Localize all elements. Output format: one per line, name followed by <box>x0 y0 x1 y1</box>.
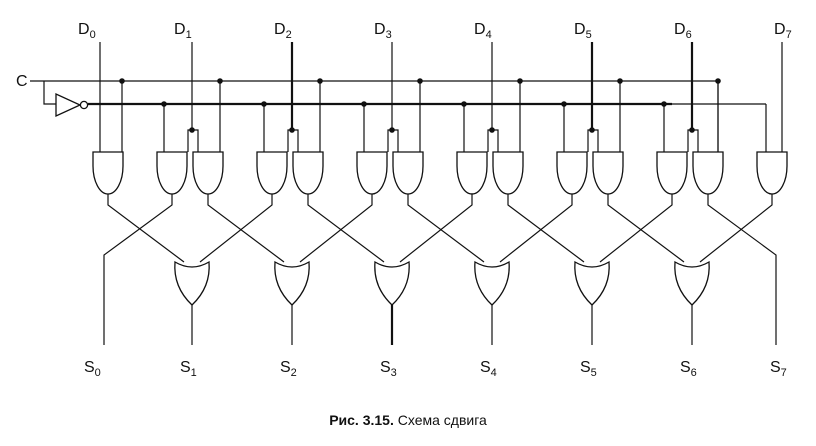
and-gate <box>392 151 424 195</box>
and-gate <box>556 151 588 195</box>
output-label-s3: S3 <box>380 359 397 379</box>
and-gate <box>656 151 688 195</box>
inverter-gate <box>55 92 82 118</box>
input-label-d6: D6 <box>674 21 692 41</box>
input-split-d1 <box>187 129 199 152</box>
input-label-d3: D3 <box>374 21 392 41</box>
and-gate <box>156 151 188 195</box>
caption-number: Рис. 3.15. <box>329 412 394 428</box>
and-gate <box>592 151 624 195</box>
and-to-or-wire <box>507 194 585 263</box>
and-to-or-wire <box>499 194 573 263</box>
and-to-or-wire <box>699 194 773 263</box>
and-gate <box>92 151 124 195</box>
input-split-d5 <box>587 129 599 152</box>
and-gate <box>692 151 724 195</box>
or-gate <box>374 260 410 306</box>
output-label-s7: S7 <box>770 359 787 379</box>
control-label: C <box>16 73 28 90</box>
output-label-s2: S2 <box>280 359 297 379</box>
output-wire-s0 <box>103 194 173 345</box>
output-label-s5: S5 <box>580 359 597 379</box>
inverter-bubble <box>79 100 89 110</box>
or-gate <box>674 260 710 306</box>
input-label-d0: D0 <box>78 21 96 41</box>
figure-caption: Рис. 3.15. Схема сдвига <box>0 412 816 428</box>
input-split-d2 <box>287 129 299 152</box>
and-to-or-wire <box>199 194 273 263</box>
input-split-d4 <box>487 129 499 152</box>
and-to-or-wire <box>407 194 485 263</box>
input-split-d3 <box>387 129 399 152</box>
input-label-d7: D7 <box>774 21 792 41</box>
output-wire-s7 <box>707 194 777 345</box>
output-label-s6: S6 <box>680 359 697 379</box>
input-label-d2: D2 <box>274 21 292 41</box>
input-label-d4: D4 <box>474 21 492 41</box>
and-to-or-wire <box>299 194 373 263</box>
input-label-d5: D5 <box>574 21 592 41</box>
or-gate <box>274 260 310 306</box>
and-gate <box>756 151 788 195</box>
and-to-or-wire <box>599 194 673 263</box>
and-to-or-wire <box>607 194 685 263</box>
or-gate <box>574 260 610 306</box>
input-label-d1: D1 <box>174 21 192 41</box>
and-to-or-wire <box>207 194 285 263</box>
and-gate <box>492 151 524 195</box>
input-split-d6 <box>687 129 699 152</box>
and-gate <box>356 151 388 195</box>
or-gate <box>174 260 210 306</box>
output-label-s1: S1 <box>180 359 197 379</box>
output-label-s4: S4 <box>480 359 497 379</box>
and-gate <box>256 151 288 195</box>
or-gate <box>474 260 510 306</box>
caption-text: Схема сдвига <box>397 412 487 428</box>
and-gate <box>456 151 488 195</box>
and-to-or-wire <box>307 194 385 263</box>
control-to-inverter <box>43 81 56 105</box>
and-to-or-wire <box>107 194 185 263</box>
and-gate <box>192 151 224 195</box>
and-to-or-wire <box>399 194 473 263</box>
output-label-s0: S0 <box>84 359 101 379</box>
and-gate <box>292 151 324 195</box>
